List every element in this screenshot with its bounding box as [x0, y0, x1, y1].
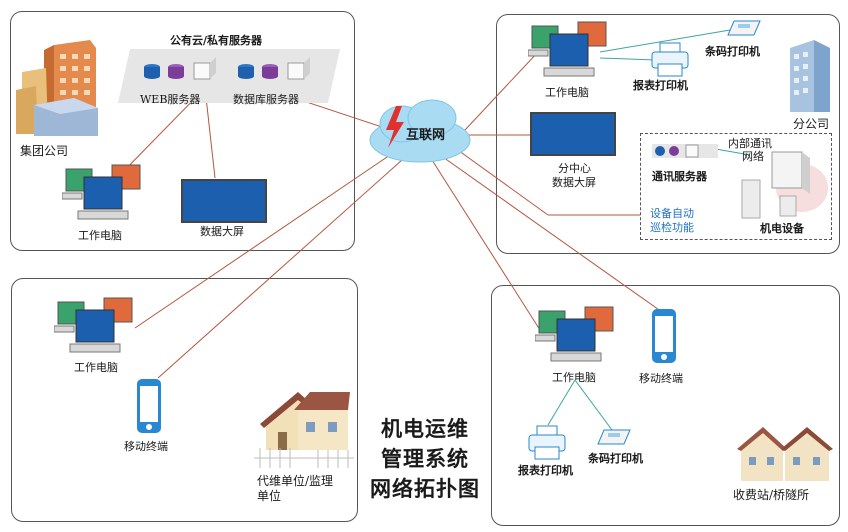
contractor-unit-label-2: 单位 — [257, 489, 282, 503]
comm-server-icon[interactable] — [652, 142, 718, 164]
hq-server-platform — [118, 47, 340, 109]
link-toll-pc-report — [547, 379, 576, 426]
branch-barcode-printer-icon[interactable] — [726, 19, 762, 43]
internal-net-label-2: 网络 — [742, 150, 764, 163]
branch-screen-icon — [530, 112, 616, 160]
toll-mobile-label: 移动终端 — [639, 372, 683, 385]
toll-report-printer-label: 报表打印机 — [518, 464, 573, 477]
hq-company-label: 集团公司 — [20, 144, 69, 158]
link-internet-comm-server — [454, 147, 549, 216]
toll-site-label: 收费站/桥隧所 — [733, 488, 810, 502]
link-toll-pc-barcode — [574, 379, 613, 431]
branch-company-label: 分公司 — [793, 117, 830, 131]
contractor-unit-label-1: 代维单位/监理 — [257, 474, 334, 488]
auto-check-label-2: 巡检功能 — [650, 221, 694, 234]
link-internet-contractor-mobile — [157, 159, 403, 379]
diagram-title: 机电运维 管理系统 网络拓扑图 — [370, 414, 480, 504]
hq-workstation-icon[interactable] — [61, 163, 144, 233]
title-line-1: 机电运维 — [381, 416, 469, 441]
branch-report-printer-label: 报表打印机 — [633, 79, 688, 92]
branch-screen-label-2: 数据大屏 — [552, 176, 596, 189]
contractor-workstation-label: 工作电脑 — [74, 361, 118, 374]
auto-check-label-1: 设备自动 — [650, 207, 694, 220]
branch-building-icon — [786, 38, 832, 118]
branch-report-printer-icon[interactable] — [650, 42, 690, 82]
title-line-3: 网络拓扑图 — [370, 476, 480, 501]
title-line-2: 管理系统 — [381, 446, 469, 471]
hq-web-server-label: WEB服务器 — [140, 93, 201, 106]
toll-site-houses-icon — [737, 425, 833, 487]
toll-workstation-icon[interactable] — [534, 305, 617, 375]
hq-building-icon — [14, 40, 106, 144]
branch-workstation-label: 工作电脑 — [545, 86, 589, 99]
toll-barcode-printer-icon[interactable] — [596, 428, 632, 452]
contractor-mobile-label: 移动终端 — [124, 440, 168, 453]
toll-barcode-printer-label: 条码打印机 — [588, 452, 643, 465]
hq-big-screen-icon — [181, 179, 267, 227]
equipment-label: 机电设备 — [760, 222, 804, 235]
contractor-house-icon — [254, 388, 354, 474]
hq-db-server-label: 数据库服务器 — [233, 93, 299, 106]
toll-report-printer-icon[interactable] — [527, 425, 567, 465]
toll-mobile-icon[interactable] — [651, 308, 677, 368]
link-branch-pc-report — [599, 57, 656, 61]
link-internet-toll-pc — [431, 159, 541, 331]
comm-server-label: 通讯服务器 — [652, 170, 707, 183]
link-internet-branch-workstation — [464, 51, 539, 131]
hq-big-screen-label: 数据大屏 — [200, 225, 244, 238]
branch-barcode-printer-label: 条码打印机 — [705, 45, 760, 58]
link-internet-contractor-pc — [134, 154, 391, 329]
link-internet-toll-mobile — [439, 154, 663, 313]
branch-workstation-icon[interactable] — [527, 20, 610, 90]
equipment-icon[interactable] — [736, 150, 828, 226]
contractor-workstation-icon[interactable] — [53, 296, 136, 366]
toll-workstation-label: 工作电脑 — [552, 371, 596, 384]
hq-servers-title: 公有云/私有服务器 — [170, 34, 263, 47]
branch-screen-label-1: 分中心 — [558, 162, 591, 175]
internal-network-area — [640, 133, 832, 240]
internet-cloud-icon — [364, 96, 476, 172]
link-branch-pc-barcode — [599, 29, 731, 53]
hq-workstation-label: 工作电脑 — [78, 229, 122, 242]
internet-label: 互联网 — [406, 128, 446, 143]
contractor-mobile-icon[interactable] — [136, 378, 162, 438]
internal-net-label-1: 内部通讯 — [728, 137, 772, 150]
